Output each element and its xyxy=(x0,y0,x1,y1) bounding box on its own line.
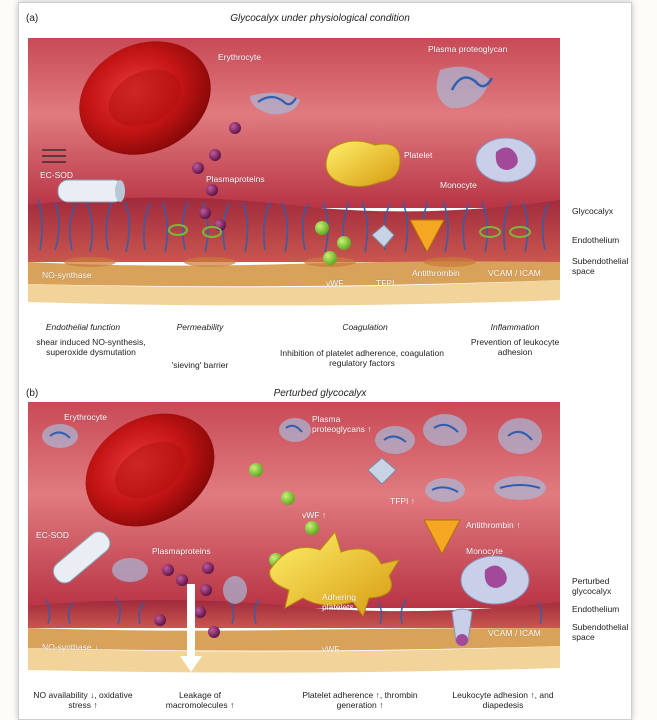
desc-endothelial-function: shear induced NO-synthesis, superoxide d… xyxy=(26,337,156,357)
label-vwf-top-b: vWF ↑ xyxy=(302,510,326,520)
desc-inflammation: Prevention of leukocyte adhesion xyxy=(470,337,560,357)
label-no-synthase-b: NO-synthase ↓ xyxy=(42,642,98,652)
side-subendothelial-b: Subendothelial space xyxy=(572,622,642,642)
label-vcam-icam-a: VCAM / ICAM xyxy=(488,268,541,278)
consequence-leukocyte-adhesion: Leukocyte adhesion ↑, and diapedesis xyxy=(438,690,568,710)
consequence-leakage: Leakage of macromolecules ↑ xyxy=(150,690,250,710)
label-erythrocyte-b: Erythrocyte xyxy=(64,412,107,422)
label-monocyte-a: Monocyte xyxy=(440,180,477,190)
label-erythrocyte-a: Erythrocyte xyxy=(218,52,261,62)
panel-a-letter: (a) xyxy=(26,13,38,24)
panel-a-vessel xyxy=(28,20,560,305)
label-tfpi-a: TFPI xyxy=(376,278,394,288)
side-endothelium-b: Endothelium xyxy=(572,604,619,614)
label-ec-sod-b: EC-SOD xyxy=(36,530,69,540)
desc-permeability: 'sieving' barrier xyxy=(155,360,245,370)
label-vwf-bottom-b: vWF xyxy=(322,644,339,654)
label-adhering-platelets-b: Adhering platelets xyxy=(322,592,372,612)
label-ec-sod-a: EC-SOD xyxy=(40,170,73,180)
panel-b-letter: (b) xyxy=(26,388,38,399)
panel-a-title: Glycocalyx under physiological condition xyxy=(150,13,490,24)
cat-coagulation: Coagulation xyxy=(310,322,420,332)
label-antithrombin-b: Antithrombin ↑ xyxy=(466,520,520,530)
label-plasmaproteins-b: Plasmaproteins xyxy=(152,546,211,556)
label-plasmaproteins-a: Plasmaproteins xyxy=(206,174,265,184)
cat-endothelial-function: Endothelial function xyxy=(28,322,138,332)
cat-permeability: Permeability xyxy=(160,322,240,332)
side-endothelium-a: Endothelium xyxy=(572,235,619,245)
label-plasma-proteoglycan-a: Plasma proteoglycan xyxy=(428,44,507,54)
panel-b-vessel xyxy=(28,391,560,673)
cat-inflammation: Inflammation xyxy=(470,322,560,332)
label-monocyte-b: Monocyte xyxy=(466,546,503,556)
label-platelet-a: Platelet xyxy=(404,150,432,160)
label-vwf-a: vWF xyxy=(326,278,343,288)
panel-b-title: Perturbed glycocalyx xyxy=(180,388,460,399)
consequence-no-availability: NO availability ↓, oxidative stress ↑ xyxy=(28,690,138,710)
label-tfpi-b: TFPI ↑ xyxy=(390,496,415,506)
consequence-platelet-adherence: Platelet adherence ↑, thrombin generatio… xyxy=(290,690,430,710)
side-subendothelial-a: Subendothelial space xyxy=(572,256,642,276)
label-antithrombin-a: Antithrombin xyxy=(412,268,460,278)
desc-coagulation: Inhibition of platelet adherence, coagul… xyxy=(272,348,452,368)
side-perturbed-glycocalyx-b: Perturbed glycocalyx xyxy=(572,576,638,596)
side-glycocalyx-a: Glycocalyx xyxy=(572,206,613,216)
label-no-synthase-a: NO-synthase xyxy=(42,270,92,280)
label-vcam-icam-b: VCAM / ICAM xyxy=(488,628,541,638)
label-plasma-proteoglycans-b: Plasma proteoglycans ↑ xyxy=(312,414,392,434)
